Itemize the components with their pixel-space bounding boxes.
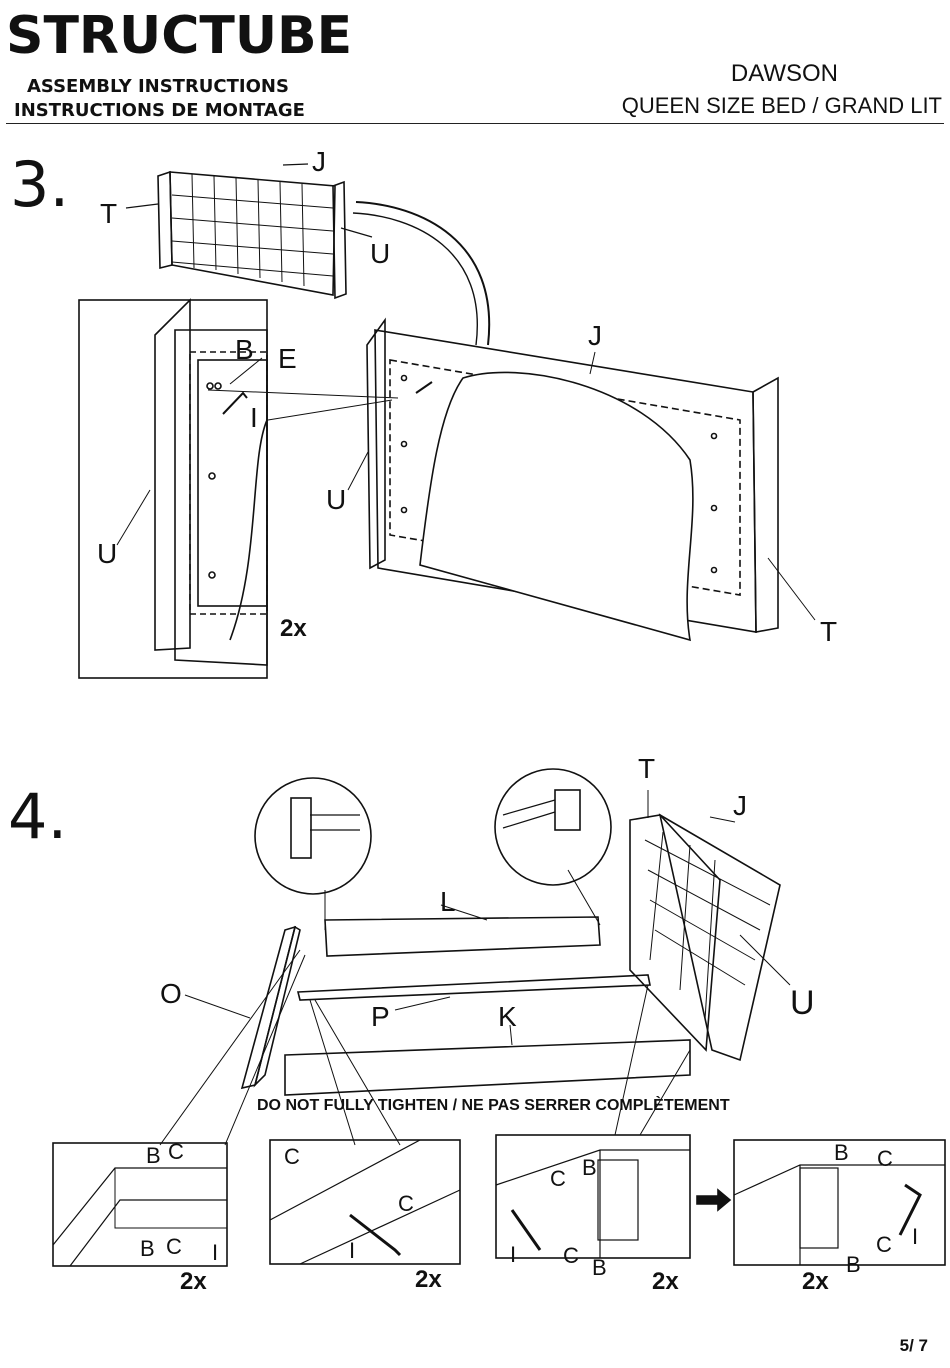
step4-bed-frame-illustration (160, 769, 790, 1145)
label-j-top: J (312, 148, 326, 176)
d4-label-c1: C (877, 1148, 893, 1170)
d2-label-c2: C (398, 1193, 414, 1215)
d3-label-i: I (510, 1244, 516, 1266)
d4-label-b2: B (846, 1254, 861, 1276)
d3-label-c1: C (550, 1168, 566, 1190)
label-t-main: T (820, 618, 837, 646)
label-t-top: T (100, 200, 117, 228)
label-k: K (498, 1003, 517, 1031)
step4-number: 4. (8, 780, 67, 853)
label-u-detail: U (97, 540, 117, 568)
label-j: J (733, 792, 747, 820)
d1-quantity: 2x (180, 1270, 207, 1294)
d4-label-c2: C (876, 1234, 892, 1256)
d1-label-c2: C (166, 1236, 182, 1258)
d3-label-b2: B (592, 1257, 607, 1279)
label-u-main: U (326, 486, 346, 514)
label-e: E (278, 345, 297, 373)
d4-label-i: I (912, 1226, 918, 1248)
d3-quantity: 2x (652, 1270, 679, 1294)
label-o: O (160, 980, 182, 1008)
step3-headboard-main-illustration (348, 320, 815, 640)
d3-label-b1: B (582, 1157, 597, 1179)
d1-label-b1: B (146, 1145, 161, 1167)
d1-label-b2: B (140, 1238, 155, 1260)
d2-label-i: I (349, 1240, 355, 1262)
step3-headboard-small-illustration (126, 164, 489, 345)
page-number: 5/ 7 (900, 1336, 928, 1356)
warning-text: DO NOT FULLY TIGHTEN / NE PAS SERRER COM… (257, 1097, 730, 1115)
label-l: L (440, 888, 456, 916)
step4-detail-boxes (53, 1135, 945, 1266)
step3-number: 3. (10, 148, 69, 221)
d1-label-i: I (212, 1242, 218, 1264)
d2-label-c1: C (284, 1146, 300, 1168)
label-u-top: U (370, 240, 390, 268)
d1-label-c1: C (168, 1141, 184, 1163)
label-t: T (638, 755, 655, 783)
label-u: U (790, 986, 815, 1020)
label-i: I (250, 404, 258, 432)
d3-label-c2: C (563, 1245, 579, 1267)
d2-quantity: 2x (415, 1268, 442, 1292)
d4-quantity: 2x (802, 1270, 829, 1294)
step3-quantity: 2x (280, 617, 307, 641)
label-p: P (371, 1003, 390, 1031)
label-b: B (235, 336, 254, 364)
label-j-main: J (588, 322, 602, 350)
d4-label-b1: B (834, 1142, 849, 1164)
